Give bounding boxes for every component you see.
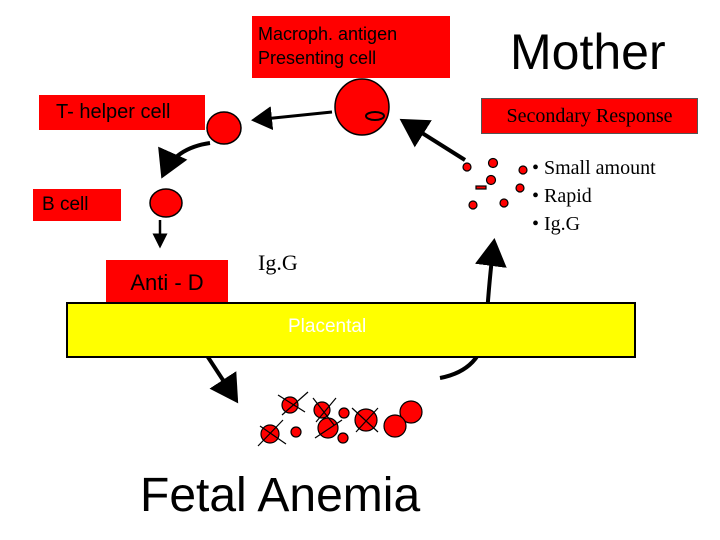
placenta-band	[66, 302, 636, 358]
bullet-igg: • Ig.G	[532, 213, 581, 235]
macrophage-label: Macroph. antigen Presenting cell	[252, 16, 450, 78]
macrophage-cell	[334, 78, 390, 136]
secondary-response-list: • Small amount • Rapid • Ig.G	[532, 154, 656, 238]
t-helper-label: T- helper cell	[39, 95, 205, 130]
b-cell-label: B cell	[33, 189, 121, 221]
igg-label: Ig.G	[258, 250, 298, 275]
anti-d-label: Anti - D	[106, 260, 228, 306]
b-cell	[149, 188, 183, 218]
secondary-response-label: Secondary Response	[481, 98, 698, 134]
arrow-cells-to-macrophage	[399, 118, 467, 162]
fetal-anemia-label: Fetal Anemia	[140, 469, 421, 522]
arrow-macrophage-to-thelper	[251, 106, 333, 131]
arrow-thelper-to-bcell	[158, 141, 211, 179]
bullet-rapid: • Rapid	[532, 185, 592, 207]
placental-label: Placental	[288, 316, 367, 337]
mother-label: Mother	[510, 24, 666, 80]
t-helper-cell	[206, 111, 242, 145]
small-cells-cluster	[462, 157, 528, 210]
cell-destruction-marks	[257, 391, 379, 447]
bullet-small-amount: • Small amount	[532, 157, 656, 179]
